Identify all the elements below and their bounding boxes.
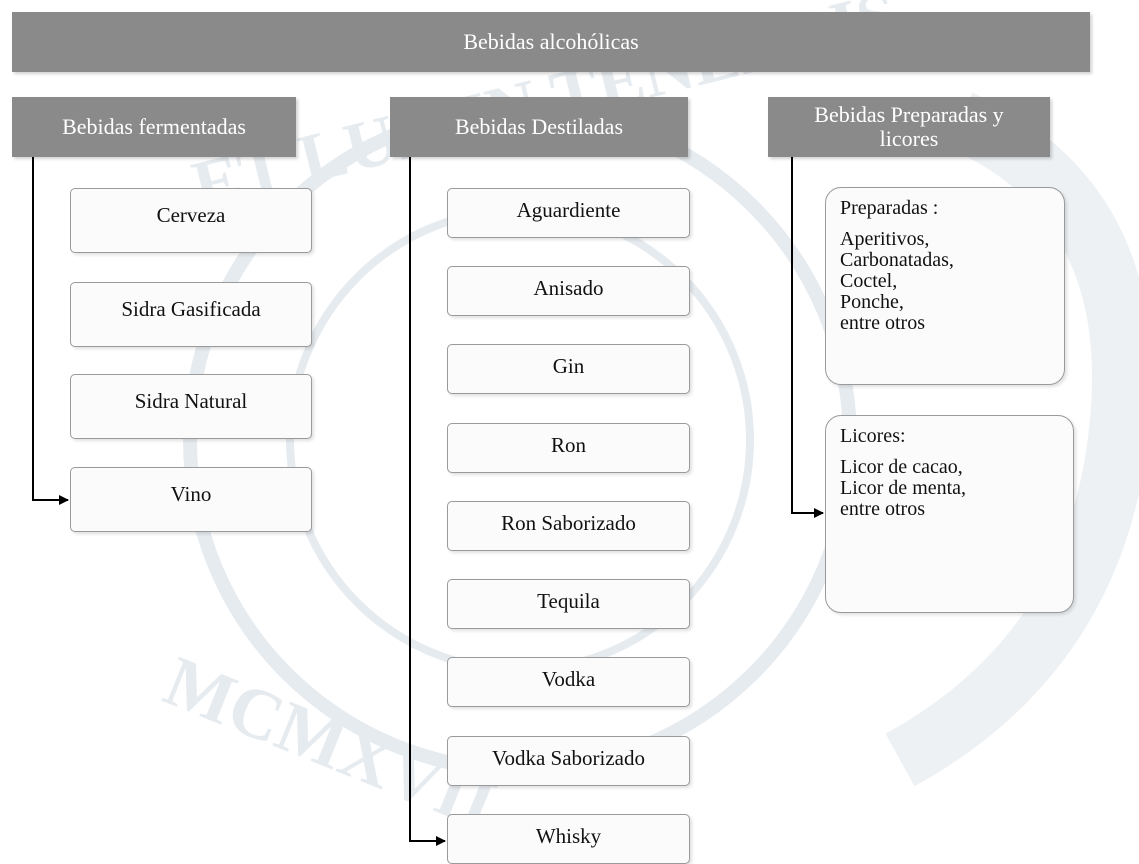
box-preparadas-title: Preparadas :: [840, 197, 939, 219]
root-node: Bebidas alcohólicas: [12, 12, 1090, 72]
item-label: Ron: [550, 433, 586, 457]
group-label-destiladas: Bebidas Destiladas: [454, 113, 624, 139]
box-licores: Licores: Licor de cacao, Licor de menta,…: [825, 415, 1074, 613]
item-label: Tequila: [537, 589, 600, 613]
item-ron-saborizado: Ron Saborizado: [447, 501, 690, 551]
box-preparadas-item: Coctel,: [840, 270, 898, 292]
box-preparadas-item: Aperitivos,: [840, 228, 930, 250]
group-header-fermentadas: Bebidas fermentadas: [12, 97, 296, 157]
item-label: Gin: [552, 354, 585, 378]
connector-fermentadas: [32, 157, 69, 505]
box-preparadas-item: Carbonatadas,: [840, 249, 954, 271]
group-label-fermentadas: Bebidas fermentadas: [62, 113, 246, 139]
root-label: Bebidas alcohólicas: [463, 28, 639, 54]
box-preparadas-item: entre otros: [840, 312, 925, 334]
item-sidra-gasificada: Sidra Gasificada: [70, 282, 312, 347]
group-label-preparadas-line1: Bebidas Preparadas y: [814, 101, 1004, 127]
box-licores-title: Licores:: [840, 425, 906, 447]
item-label: Ron Saborizado: [501, 511, 636, 535]
item-label: Vodka Saborizado: [492, 746, 645, 770]
box-licores-item: Licor de menta,: [840, 477, 967, 499]
item-vodka: Vodka: [447, 657, 690, 707]
box-licores-item: entre otros: [840, 498, 925, 520]
group-header-destiladas: Bebidas Destiladas: [390, 97, 688, 157]
item-label: Cerveza: [156, 203, 226, 227]
item-label: Anisado: [533, 276, 604, 300]
connector-destiladas: [409, 157, 446, 846]
box-licores-item: Licor de cacao,: [840, 456, 963, 478]
item-label: Whisky: [535, 824, 602, 848]
item-label: Sidra Natural: [134, 389, 248, 413]
item-whisky: Whisky: [447, 814, 690, 864]
item-aguardiente: Aguardiente: [447, 188, 690, 238]
item-sidra-natural: Sidra Natural: [70, 374, 312, 439]
item-gin: Gin: [447, 344, 690, 394]
item-label: Sidra Gasificada: [121, 297, 261, 321]
item-vodka-saborizado: Vodka Saborizado: [447, 736, 690, 786]
item-label: Vodka: [541, 667, 596, 691]
item-vino: Vino: [70, 467, 312, 532]
item-cerveza: Cerveza: [70, 188, 312, 253]
item-tequila: Tequila: [447, 579, 690, 629]
item-label: Aguardiente: [516, 198, 621, 222]
item-ron: Ron: [447, 423, 690, 473]
item-label: Vino: [170, 482, 212, 506]
box-preparadas: Preparadas : Aperitivos, Carbonatadas, C…: [825, 187, 1065, 385]
group-label-preparadas-line2: licores: [879, 126, 939, 151]
group-header-preparadas: Bebidas Preparadas y licores: [768, 97, 1050, 157]
item-anisado: Anisado: [447, 266, 690, 316]
connector-preparadas: [791, 157, 824, 518]
box-preparadas-item: Ponche,: [840, 291, 904, 313]
